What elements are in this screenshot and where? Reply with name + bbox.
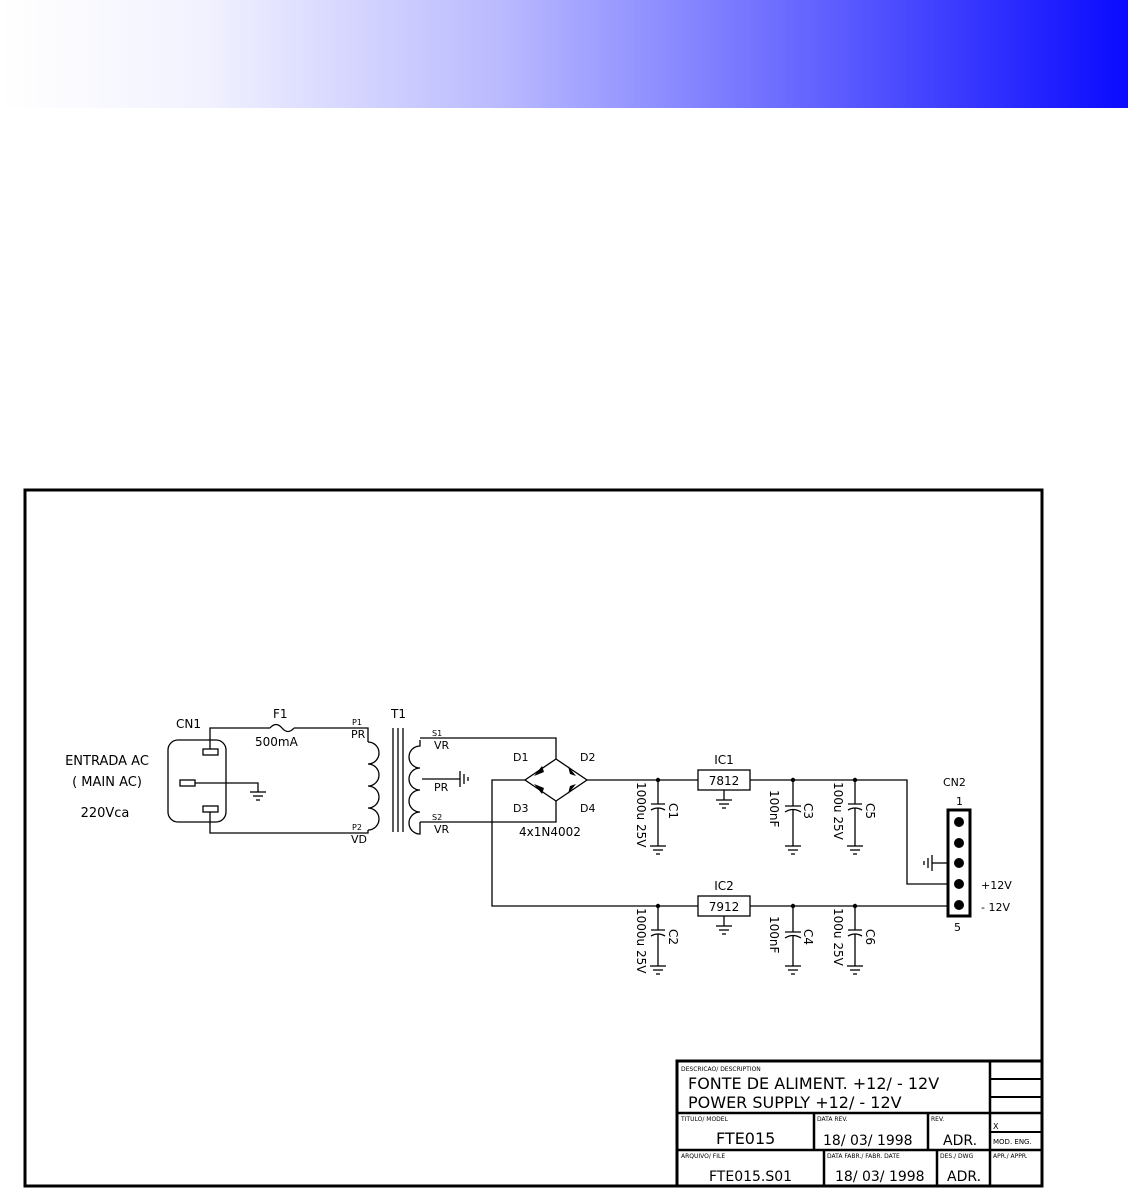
ic1-label: IC1	[714, 753, 734, 767]
cn2-pin-first: 1	[956, 795, 963, 808]
file-value: FTE015.S01	[709, 1169, 792, 1185]
chassis-ground-icon	[459, 771, 469, 787]
input-sublabel: ( MAIN AC)	[72, 775, 142, 790]
ic2-part: 7912	[709, 900, 740, 914]
input-voltage: 220Vca	[81, 806, 130, 821]
capacitor-c2: C2 1000u 25V	[634, 906, 680, 975]
diode-d1-label: D1	[513, 751, 528, 764]
fuse-f1-value: 500mA	[255, 735, 299, 749]
description-line-2: POWER SUPPLY +12/ - 12V	[688, 1093, 902, 1112]
ic2-label: IC2	[714, 879, 734, 893]
drawing-value: ADR.	[947, 1169, 981, 1185]
approval-header: APR./ APPR.	[993, 1153, 1028, 1160]
description-line-1: FONTE DE ALIMENT. +12/ - 12V	[688, 1074, 939, 1093]
capacitor-c1-label: C1	[666, 803, 680, 819]
revision-mark: X	[993, 1122, 999, 1131]
regulator-ic1: 7812 IC1	[697, 753, 751, 809]
description-header: DESCRICAO/ DESCRIPTION	[681, 1066, 761, 1073]
cn1-connector: CN1	[167, 717, 227, 823]
capacitor-c2-label: C2	[666, 929, 680, 945]
rev-value: ADR.	[943, 1133, 977, 1149]
cn2-pin	[954, 817, 964, 827]
capacitor-c4: C4 100nF	[767, 906, 815, 975]
header-gradient-banner	[0, 0, 1128, 108]
cn2-pin	[954, 879, 964, 889]
bridge-value: 4x1N4002	[519, 825, 581, 839]
model-header: TITULO/ MODEL	[680, 1116, 729, 1123]
fuse-f1: F1 500mA	[255, 707, 342, 749]
capacitor-c3-label: C3	[801, 803, 815, 819]
primary-p2-color: VD	[351, 833, 367, 846]
capacitor-c3: C3 100nF	[767, 780, 815, 855]
cn2-pin-last: 5	[954, 921, 961, 934]
cn1-label: CN1	[176, 717, 201, 731]
transformer-t1-label: T1	[390, 707, 406, 721]
capacitor-c2-value: 1000u 25V	[634, 908, 648, 974]
primary-p2-label: P2	[352, 823, 362, 832]
output-negative-label: - 12V	[981, 901, 1010, 914]
capacitor-c6: C6 100u 25V	[831, 906, 877, 975]
capacitor-c1-value: 1000u 25V	[634, 782, 648, 848]
date-header: DATA REV.	[817, 1116, 848, 1123]
capacitor-c1: C1 1000u 25V	[634, 780, 680, 855]
ic1-part: 7812	[709, 774, 740, 788]
cn2-label: CN2	[943, 776, 966, 789]
diode-d3-label: D3	[513, 802, 528, 815]
rev-header: REV.	[931, 1116, 944, 1123]
secondary-s1-label: S1	[432, 729, 442, 738]
output-positive-label: +12V	[981, 879, 1012, 892]
bridge-rectifier: D1 D2 D3 D4 4x1N4002	[513, 751, 595, 839]
drawing-header: DES./ DWG	[940, 1153, 974, 1160]
capacitor-c4-value: 100nF	[767, 916, 781, 954]
cn2-pin	[954, 858, 964, 868]
capacitor-c5: C5 100u 25V	[831, 780, 877, 855]
date-value: 18/ 03/ 1998	[823, 1133, 913, 1149]
title-block: DESCRICAO/ DESCRIPTION FONTE DE ALIMENT.…	[675, 1059, 1044, 1188]
diode-d4-label: D4	[580, 802, 595, 815]
capacitor-c6-label: C6	[863, 929, 877, 945]
connector-ground-icon	[923, 855, 933, 871]
regulator-ic2: 7912 IC2	[697, 879, 751, 935]
file-header: ARQUIVO/ FILE	[681, 1153, 725, 1160]
cn2-pin	[954, 900, 964, 910]
primary-p1-color: PR	[351, 728, 366, 741]
mod-eng-label: MOD. ENG.	[993, 1138, 1032, 1146]
capacitor-c5-label: C5	[863, 803, 877, 819]
model-value: FTE015	[716, 1129, 775, 1148]
primary-p1-label: P1	[352, 718, 362, 727]
secondary-s2-label: S2	[432, 813, 442, 822]
input-label: ENTRADA AC	[65, 754, 149, 769]
fuse-f1-label: F1	[273, 707, 288, 721]
capacitor-c3-value: 100nF	[767, 790, 781, 828]
fab-date-header: DATA FABR./ FABR. DATE	[827, 1153, 900, 1160]
drawing-frame	[23, 488, 1044, 1188]
ground-icon	[250, 791, 266, 801]
capacitor-c6-value: 100u 25V	[831, 908, 845, 967]
transformer-t1: T1 P1 PR P2 VD S1 VR PR S2 VR	[342, 707, 488, 846]
fab-date-value: 18/ 03/ 1998	[835, 1169, 925, 1185]
secondary-s2-color: VR	[434, 823, 450, 836]
center-tap-color: PR	[434, 781, 449, 794]
secondary-s1-color: VR	[434, 739, 450, 752]
cn2-pin	[954, 838, 964, 848]
capacitor-c4-label: C4	[801, 929, 815, 945]
capacitor-c5-value: 100u 25V	[831, 782, 845, 841]
cn2-connector: CN2 1 5 +12V - 12V	[943, 776, 1012, 934]
diode-d2-label: D2	[580, 751, 595, 764]
